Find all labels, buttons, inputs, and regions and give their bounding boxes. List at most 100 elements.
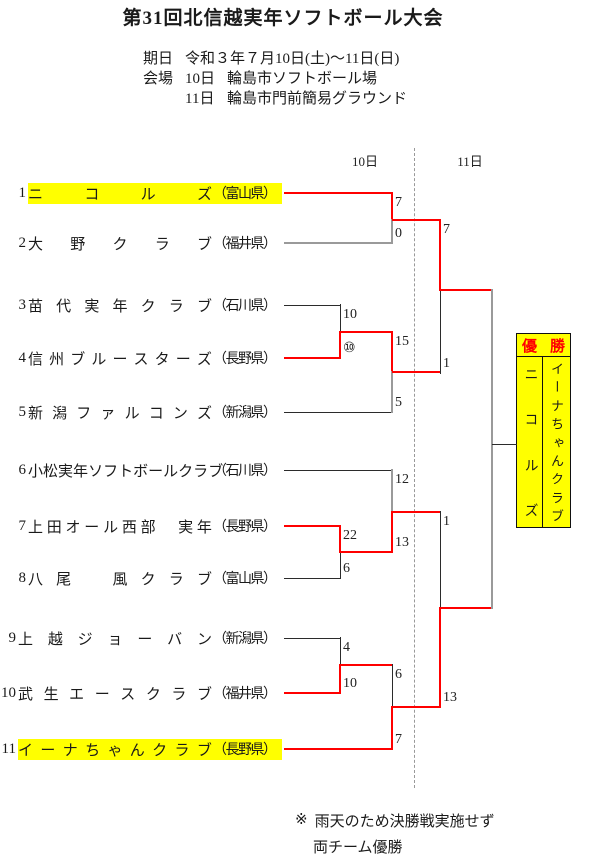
score-label: 13 <box>443 690 457 705</box>
bracket-line <box>392 706 440 708</box>
bracket-line <box>439 511 441 609</box>
score-label: 22 <box>343 528 357 543</box>
team-prefecture: （長野県） <box>213 352 277 367</box>
team-prefecture: （長野県） <box>213 520 277 535</box>
note-text-1: 雨天のため決勝戦実施せず <box>314 814 495 830</box>
score-label: 6 <box>395 667 402 682</box>
champion-team-left: ニコルズ <box>517 357 543 527</box>
team-seed: 3 <box>18 296 27 313</box>
bracket-line <box>340 331 392 333</box>
bracket-line <box>339 664 341 694</box>
team-name: 武生エースクラブ <box>18 686 212 703</box>
team-entry: 武生エースクラブ（福井県） <box>18 683 282 704</box>
score-label: 0 <box>395 226 402 241</box>
team-seed: 7 <box>18 517 27 534</box>
team-prefecture: （石川県） <box>213 464 277 479</box>
team-prefecture: （福井県） <box>213 237 277 252</box>
score-label: 7 <box>443 222 450 237</box>
info-row-venue-1: 会場 10日 輪島市ソフトボール場 <box>143 69 407 89</box>
score-label: 6 <box>343 561 350 576</box>
team-name: 新潟ファルコンズ <box>28 405 212 422</box>
bracket-line <box>391 331 393 373</box>
bracket-line <box>440 607 492 609</box>
bracket-line <box>492 443 517 445</box>
bracket-line <box>392 511 440 513</box>
venue-day-1: 10日 <box>185 71 216 87</box>
champion-box: 優勝 ニコルズ イーナちゃんクラブ <box>516 333 571 528</box>
team-entry: 八尾 風クラブ（富山県） <box>28 568 282 589</box>
score-label: 1 <box>443 514 450 529</box>
team-entry: 新潟ファルコンズ（新潟県） <box>28 402 282 423</box>
champion-label: 優勝 <box>517 334 570 357</box>
score-label: 1 <box>443 356 450 371</box>
bracket-line <box>392 219 440 221</box>
bracket-line <box>340 664 392 666</box>
team-prefecture: （福井県） <box>213 687 277 702</box>
team-seed: 8 <box>18 569 27 586</box>
event-info: 期日 令和３年７月10日(土)～11日(日) 会場 10日 輪島市ソフトボール場… <box>143 49 407 109</box>
bracket-line <box>391 192 393 221</box>
bracket-line <box>391 511 393 553</box>
team-entry-highlighted: イーナちゃんクラブ（長野県） <box>18 738 282 760</box>
day-header-day2: 11日 <box>457 154 483 169</box>
team-prefecture: （富山県） <box>213 572 277 587</box>
champion-team-right: イーナちゃんクラブ <box>549 362 564 522</box>
bracket-line <box>284 411 392 413</box>
venue-label: 会場 <box>143 71 174 87</box>
team-prefecture: （新潟県） <box>213 632 277 647</box>
team-seed: 5 <box>18 403 27 420</box>
score-label: 4 <box>343 640 350 655</box>
bracket-line <box>391 469 393 513</box>
team-name: 小松実年ソフトボールクラブ <box>28 463 224 480</box>
team-seed: 6 <box>18 461 27 478</box>
team-seed: 11 <box>1 740 16 757</box>
bracket-line <box>284 242 392 244</box>
bracket-line <box>284 577 340 579</box>
team-prefecture: （長野県） <box>213 743 277 758</box>
team-name: 信州ブルースターズ <box>28 351 212 368</box>
bracket-line <box>339 525 341 553</box>
day-header-day1: 10日 <box>351 154 378 169</box>
note-text-2: 両チーム優勝 <box>313 840 403 856</box>
team-seed: 4 <box>18 349 27 366</box>
date-label: 期日 <box>143 51 174 67</box>
bracket-line <box>439 607 441 708</box>
team-name: 大野クラブ <box>28 236 212 253</box>
bracket-line <box>284 637 340 639</box>
info-row-venue-2: 11日 輪島市門前簡易グラウンド <box>143 89 407 109</box>
team-entry: 大野クラブ（福井県） <box>28 233 282 254</box>
bracket-line <box>391 219 393 244</box>
team-seed: 10 <box>1 684 16 701</box>
info-row-date: 期日 令和３年７月10日(土)～11日(日) <box>143 49 407 69</box>
team-entry-highlighted: ニコルズ（富山県） <box>28 182 282 204</box>
champion-columns: ニコルズ イーナちゃんクラブ <box>517 357 570 527</box>
team-name: 苗代実年クラブ <box>28 298 212 315</box>
date-value: 令和３年７月10日(土)～11日(日) <box>185 51 400 67</box>
bracket-line <box>391 664 393 708</box>
bracket-line <box>284 525 340 527</box>
team-name: 上越ジョーバン <box>18 631 212 648</box>
bracket-line <box>340 551 392 553</box>
venue-place-1: 輪島市ソフトボール場 <box>227 71 378 87</box>
team-prefecture: （新潟県） <box>213 406 277 421</box>
bracket-line <box>491 443 493 609</box>
score-label: ⑩ <box>343 341 356 356</box>
bracket-line <box>439 219 441 291</box>
score-label: 7 <box>395 195 402 210</box>
team-entry: 上田オール西部 実年（長野県） <box>28 516 282 537</box>
score-label: 10 <box>343 676 357 691</box>
score-label: 5 <box>395 395 402 410</box>
bracket-line <box>284 469 392 471</box>
team-name: 上田オール西部 実年 <box>28 519 212 536</box>
bracket-line <box>391 706 393 750</box>
bracket-line <box>339 551 341 579</box>
bracket-line <box>491 289 493 445</box>
